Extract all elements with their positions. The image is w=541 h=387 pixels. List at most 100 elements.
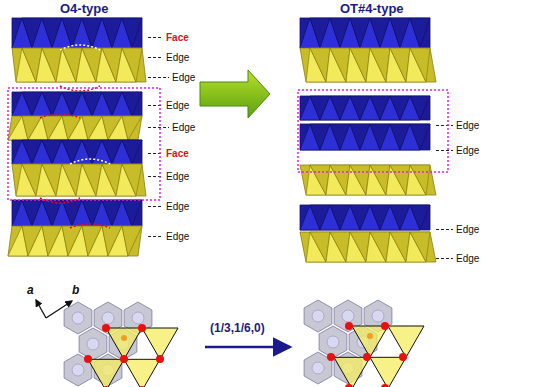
plan-hexagon [64,354,92,386]
oxygen-dot [381,322,389,330]
octahedron [410,96,430,120]
interface-label: Edge [456,253,479,264]
metal-dot [367,333,373,339]
plan-triangle [352,326,388,357]
layer-band [12,18,142,48]
plan-site [72,312,84,324]
plan-site [312,362,324,374]
plan-site [132,312,144,324]
oxygen-dot [363,353,371,361]
octahedron [122,200,142,226]
layer-band [12,92,142,116]
oxygen-dot [120,355,128,363]
octahedron [122,92,142,116]
label-dash [148,236,163,237]
plan-view [304,300,424,387]
layer-band [300,232,436,262]
layer-band [12,164,146,196]
plan-triangle [142,328,178,359]
axis-label: a [27,284,34,297]
label-dash [436,125,453,126]
plan-triangle [124,359,160,387]
octahedron [410,48,430,82]
plan-triangle [370,357,406,387]
plan-triangle [388,326,424,357]
plan-triangle [106,328,142,359]
label-dash [436,229,453,230]
plan-site [102,312,114,324]
plan-view [64,302,178,387]
layer-band [300,18,430,48]
plan-hexagon [319,326,347,358]
transform-arrow [200,70,270,118]
octahedron [122,226,142,256]
oxygen-dot [138,386,146,387]
layer-band [300,124,430,150]
octahedron [410,124,430,150]
label-dash [436,258,453,259]
layer-band [8,226,142,256]
layer-band [300,48,436,82]
oxygen-dot [345,322,353,330]
octahedron [410,205,430,230]
octahedron [122,140,142,164]
interface-label: Edge [456,145,479,156]
layer-band [300,96,430,120]
layer-band [300,165,436,195]
oxygen-dot [102,324,110,332]
layer-band [300,205,430,230]
plan-site [72,364,84,376]
octahedron [410,165,430,195]
interface-label: Face [166,148,189,159]
shift-arrow [205,346,290,349]
layer-band [12,140,142,164]
interface-label: Edge [456,224,479,235]
octahedron [122,18,142,48]
interface-label: Edge [166,100,189,111]
octahedron [122,48,142,82]
plan-site [372,310,384,322]
octahedron [122,164,142,196]
plan-site [327,336,339,348]
unit-cell-box [298,90,448,172]
oxygen-dot [345,384,353,387]
plan-site [87,338,99,350]
octahedron [410,18,430,48]
label-dash [148,127,169,128]
oxygen-dot [156,355,164,363]
octahedron [122,116,142,140]
unit-cell-box [8,88,160,200]
label-dash [148,206,163,207]
polyhedra-layers [8,18,436,262]
structure-title: O4-type [60,2,108,16]
structure-title: OT#4-type [340,2,404,16]
axis-label: b [72,284,79,297]
plan-hexagon [304,300,332,332]
layer-band [8,116,142,140]
plan-site [312,310,324,322]
label-dashes [148,38,453,259]
label-dash [148,37,163,38]
plan-triangle [334,357,370,387]
shift-vector: (1/3,1/6,0) [210,322,265,335]
plan-hexagon [79,328,107,360]
layer-band [12,48,146,82]
interface-label: Face [166,32,189,43]
oxygen-dot [138,324,146,332]
label-dash [148,57,163,58]
label-dash [436,150,453,151]
interface-label: Edge [166,231,189,242]
interface-label: Edge [166,52,189,63]
metal-dot [121,335,127,341]
label-dash [148,77,169,78]
oxygen-dot [102,386,110,387]
layer-band [12,200,142,226]
octahedron [410,232,430,262]
interface-label: Edge [166,201,189,212]
interface-label: Edge [172,122,195,133]
interface-label: Edge [172,72,195,83]
oxygen-dot [327,353,335,361]
oxygen-dot [381,384,389,387]
plan-triangle [88,359,124,387]
